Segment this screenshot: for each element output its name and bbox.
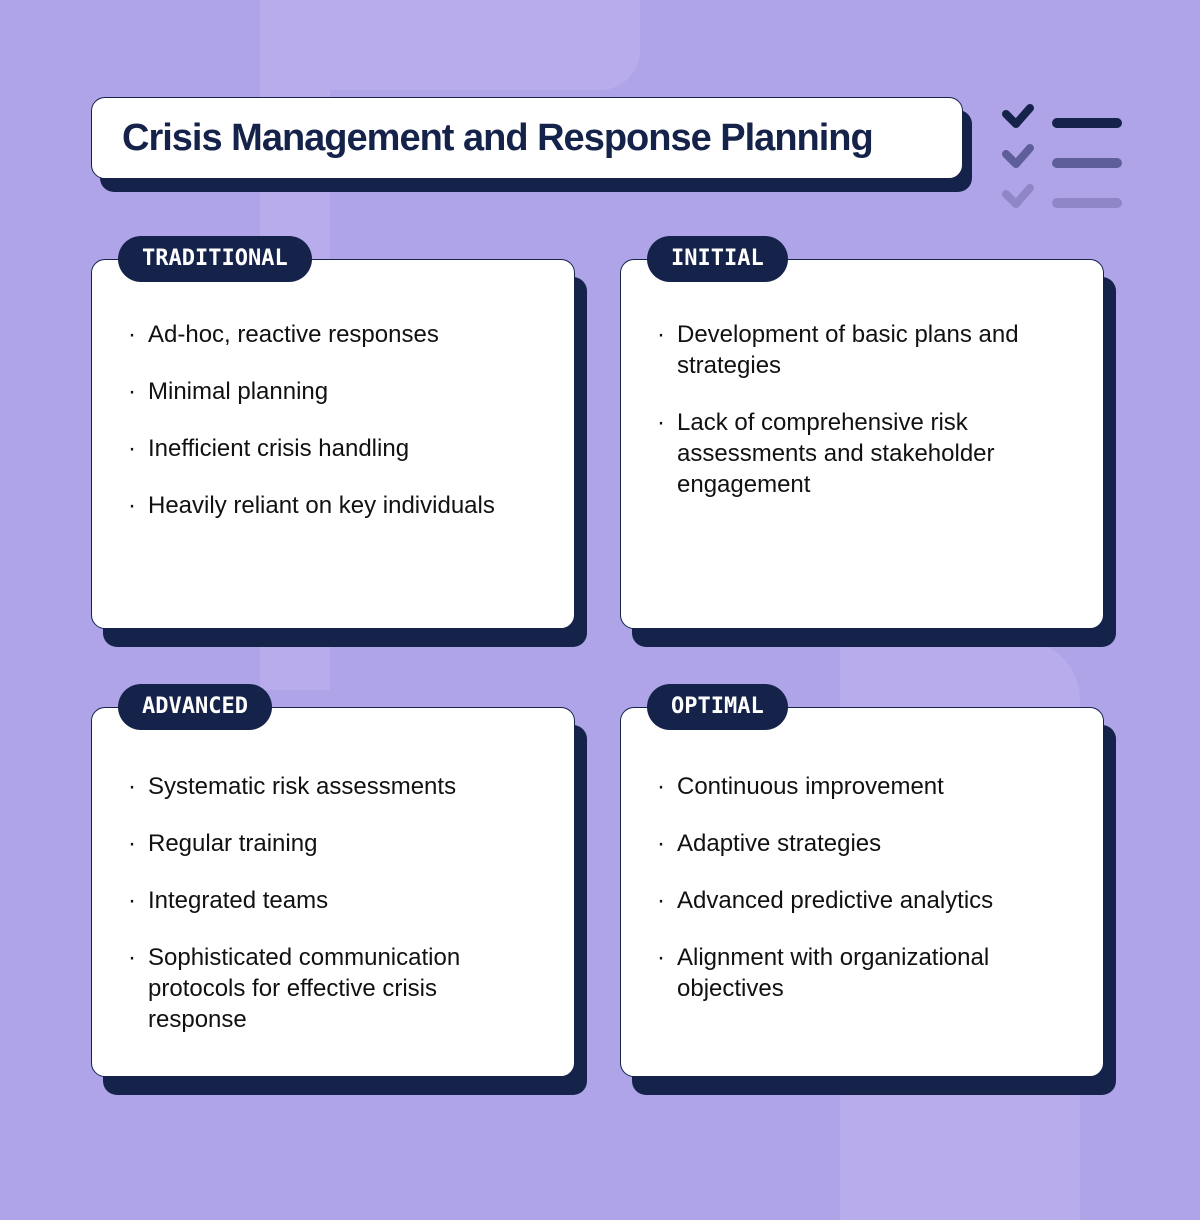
list-item: Lack of comprehensive risk assessments a…: [657, 407, 1024, 500]
bullet-list: Development of basic plans and strategie…: [657, 319, 1024, 526]
list-item: Systematic risk assessments: [128, 771, 555, 802]
title-banner: Crisis Management and Response Planning: [91, 97, 972, 192]
card-advanced: ADVANCED Systematic risk assessments Reg…: [91, 684, 587, 1095]
card-label: INITIAL: [647, 236, 788, 282]
list-item: Continuous improvement: [657, 771, 1084, 802]
list-item: Inefficient crisis handling: [128, 433, 555, 464]
list-item: Heavily reliant on key individuals: [128, 490, 555, 521]
list-item: Adaptive strategies: [657, 828, 1084, 859]
page-title: Crisis Management and Response Planning: [122, 116, 874, 159]
list-item: Advanced predictive analytics: [657, 885, 1084, 916]
title-box: Crisis Management and Response Planning: [91, 97, 963, 179]
checklist-icon: [1002, 104, 1122, 208]
card-label: OPTIMAL: [647, 684, 788, 730]
card-traditional: TRADITIONAL Ad-hoc, reactive responses M…: [91, 236, 587, 647]
list-item: Alignment with organizational objectives: [657, 942, 1084, 1004]
bullet-list: Ad-hoc, reactive responses Minimal plann…: [128, 319, 555, 547]
list-item: Minimal planning: [128, 376, 555, 407]
list-item: Sophisticated communication protocols fo…: [128, 942, 555, 1035]
card-label: ADVANCED: [118, 684, 272, 730]
list-item: Regular training: [128, 828, 555, 859]
bullet-list: Continuous improvement Adaptive strategi…: [657, 771, 1084, 1030]
card-label: TRADITIONAL: [118, 236, 312, 282]
background-shape: [310, 0, 640, 90]
list-item: Integrated teams: [128, 885, 555, 916]
bullet-list: Systematic risk assessments Regular trai…: [128, 771, 555, 1061]
card-initial: INITIAL Development of basic plans and s…: [620, 236, 1116, 647]
list-item: Development of basic plans and strategie…: [657, 319, 1024, 381]
list-item: Ad-hoc, reactive responses: [128, 319, 555, 350]
card-optimal: OPTIMAL Continuous improvement Adaptive …: [620, 684, 1116, 1095]
